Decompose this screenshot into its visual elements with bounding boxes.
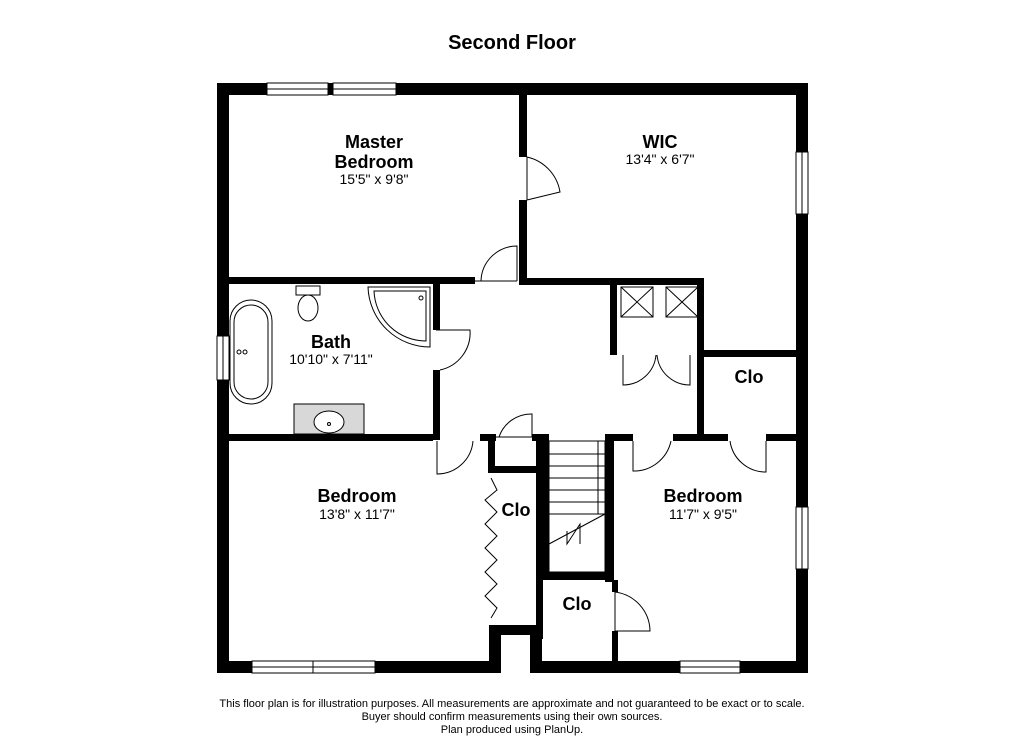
door-bedroom-right — [632, 440, 672, 472]
notch-wall-left — [489, 625, 501, 673]
label-bedroom-left-dims: 13'8" x 11'7" — [319, 506, 395, 522]
wall-linen-left — [610, 285, 617, 355]
bathtub — [229, 299, 273, 405]
wall-hall-lower-4 — [673, 434, 728, 441]
room-labels: Master Bedroom 15'5" x 9'8" WIC 13'4" x … — [289, 132, 763, 614]
shower — [367, 286, 431, 348]
stair-landing-diagonal — [548, 513, 606, 546]
wall-closet-right-bottom — [766, 434, 796, 441]
notch-wall-top — [489, 625, 542, 635]
footer-line-1: This floor plan is for illustration purp… — [219, 698, 805, 710]
outer-wall-bottom-right — [530, 661, 808, 673]
label-master-name-2: Bedroom — [334, 152, 413, 172]
door-bedroom-left — [436, 440, 474, 475]
wall-master-bath — [229, 277, 475, 284]
label-wic-dims: 13'4" x 6'7" — [626, 151, 695, 167]
door-master-wic — [526, 156, 561, 201]
doors — [436, 156, 767, 632]
wall-hall-lower-1 — [480, 434, 496, 441]
linen-shelf-2 — [665, 286, 699, 318]
label-clo-right-name: Clo — [735, 367, 764, 387]
wall-clo-bottom-right-upper — [612, 580, 618, 592]
wall-bath-right-upper — [433, 284, 440, 330]
wall-stair-bottom — [543, 572, 614, 580]
wall-hall-lower-3 — [605, 434, 633, 441]
wall-bath-right-lower — [433, 370, 440, 440]
staircase — [548, 440, 606, 573]
wall-clo-mid-right — [536, 434, 543, 639]
label-bath-dims: 10'10" x 7'11" — [289, 351, 373, 367]
wall-hall-wic — [519, 278, 704, 285]
door-linen-right — [656, 354, 691, 386]
wall-closet-right-top — [697, 350, 796, 357]
wall-clo-mid-top — [488, 466, 538, 473]
door-linen-left — [622, 354, 657, 386]
walls — [217, 83, 808, 673]
bathtub-faucet-icon — [242, 349, 248, 355]
wall-bath-bedroom — [229, 434, 433, 441]
wall-closet-right-left — [697, 350, 704, 440]
label-clo-bottom-name: Clo — [563, 594, 592, 614]
shower-inner — [373, 290, 427, 342]
bath-fixtures — [229, 285, 699, 435]
label-bedroom-right-dims: 11'7" x 9'5" — [669, 506, 737, 522]
door-clo-bottom — [614, 591, 651, 632]
linen-shelf-1 — [620, 286, 654, 318]
wall-stair-left — [543, 434, 549, 577]
bathtub-inner — [233, 304, 269, 400]
label-wic-name: WIC — [643, 132, 678, 152]
label-master-name-1: Master — [345, 132, 403, 152]
shower-drain-icon — [418, 295, 424, 301]
sliding-closet-door — [484, 477, 498, 619]
plan-title: Second Floor — [448, 32, 576, 54]
label-master-dims: 15'5" x 9'8" — [340, 171, 409, 187]
door-bath — [436, 329, 471, 371]
wall-stair-right — [605, 434, 614, 582]
door-clo-middle — [496, 413, 533, 438]
label-bath-name: Bath — [311, 332, 351, 352]
wall-linen-right — [697, 278, 704, 352]
sliding-door-zigzag — [484, 477, 498, 619]
wall-master-wic-lower — [519, 200, 527, 285]
wall-master-wic-upper — [519, 95, 527, 157]
wall-clo-bottom-right-lower — [612, 631, 618, 661]
windows — [216, 82, 809, 674]
label-clo-middle-name: Clo — [502, 500, 531, 520]
door-master-hall — [475, 245, 518, 282]
wall-clo-mid-left — [488, 441, 495, 469]
label-bedroom-right-name: Bedroom — [663, 486, 742, 506]
stair-outline — [548, 440, 606, 573]
linen-shelf-2-x — [665, 286, 699, 318]
toilet-tank — [295, 285, 321, 296]
sink-drain-icon — [327, 422, 331, 426]
linen-shelf-1-x — [620, 286, 654, 318]
bathtub-drain-icon — [236, 349, 242, 355]
toilet-bowl — [297, 294, 319, 322]
door-clo-right — [729, 440, 767, 473]
footer-disclaimer: This floor plan is for illustration purp… — [0, 698, 1024, 737]
footer-line-3: Plan produced using PlanUp. — [440, 724, 584, 736]
label-bedroom-left-name: Bedroom — [317, 486, 396, 506]
footer-line-2: Buyer should confirm measurements using … — [361, 711, 663, 723]
